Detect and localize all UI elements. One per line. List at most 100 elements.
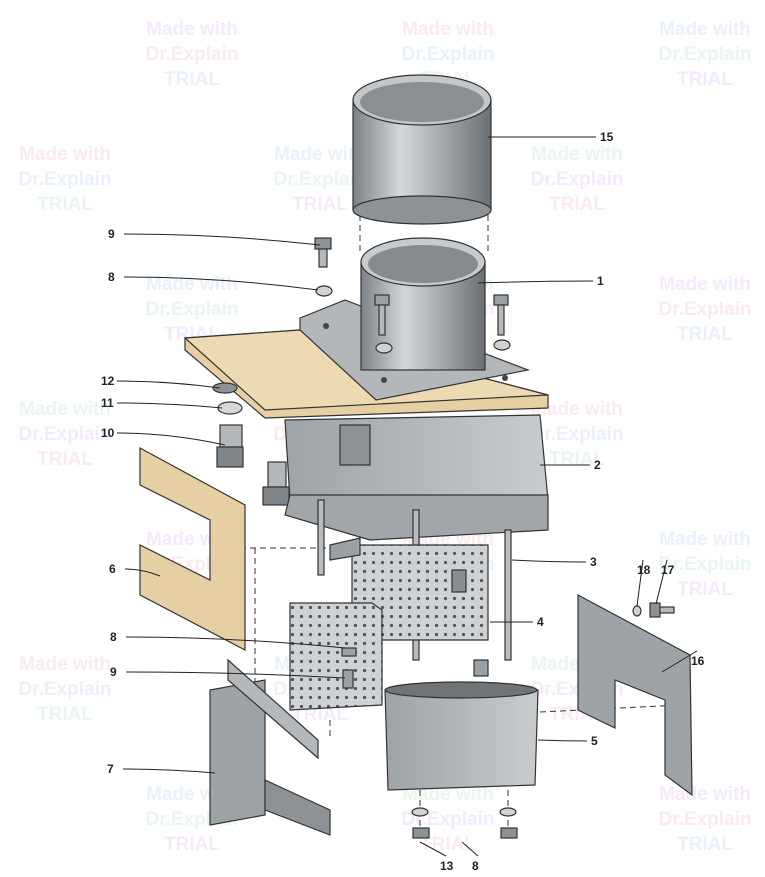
callout-label: 11: [101, 396, 114, 410]
callout-perforated-basket: 4: [490, 615, 544, 629]
watermark-text: TRIAL: [164, 834, 220, 855]
callout-threaded-rod: 3: [511, 555, 597, 569]
watermark-text: TRIAL: [164, 69, 220, 90]
callout-label: 16: [691, 654, 705, 668]
side-fasteners: [212, 382, 290, 506]
callout-housing: 2: [540, 458, 601, 472]
watermark-text: Dr.Explain: [659, 809, 752, 830]
callout-nut: 13: [419, 841, 454, 873]
top-bolt: [314, 237, 333, 297]
watermark-text: TRIAL: [292, 194, 348, 215]
watermark-text: TRIAL: [677, 834, 733, 855]
watermark-text: Made with: [19, 399, 111, 420]
leader-line: [461, 841, 479, 857]
watermark-text: Made with: [274, 144, 366, 165]
leader-line: [116, 402, 223, 409]
callout-layer: 15 1 9 8 12 11 10 2 6 3 18 17 8 4 9 16 5 7 13 8: [101, 130, 705, 873]
flange-cylinder: [299, 237, 531, 401]
wood-gasket: [139, 446, 246, 651]
bottom-tray: [384, 681, 539, 791]
leader-line: [511, 559, 587, 563]
callout-bottom-washer: 8: [461, 841, 479, 873]
callout-label: 15: [600, 130, 614, 144]
callout-label: 17: [661, 563, 675, 577]
callout-metal-plate: 16: [661, 650, 705, 673]
watermark-text: TRIAL: [677, 324, 733, 345]
callout-inner-washer: 8: [110, 630, 346, 649]
watermark-text: Made with: [146, 19, 238, 40]
callout-label: 8: [472, 859, 479, 873]
watermark-text: Made with: [146, 274, 238, 295]
bracket: [209, 658, 331, 836]
leader-line: [123, 233, 321, 246]
watermark-text: Dr.Explain: [402, 44, 495, 65]
watermark-text: TRIAL: [677, 69, 733, 90]
callout-top-bolt: 9: [108, 227, 321, 246]
watermark-text: TRIAL: [37, 449, 93, 470]
callout-label: 5: [591, 734, 598, 748]
callout-label: 8: [108, 270, 115, 284]
watermark-text: Dr.Explain: [659, 554, 752, 575]
callout-bracket: 7: [107, 762, 216, 776]
leader-line: [124, 568, 161, 577]
callout-label: 10: [101, 426, 115, 440]
callout-label: 2: [594, 458, 601, 472]
leader-line: [655, 559, 668, 605]
callout-bolt: 10: [101, 426, 226, 446]
watermark-text: Dr.Explain: [531, 424, 624, 445]
leader-line: [477, 280, 594, 284]
watermark-text: Dr.Explain: [146, 44, 239, 65]
watermark-text: Made with: [531, 399, 623, 420]
callout-label: 9: [110, 665, 117, 679]
callout-inner-bolt: 9: [110, 665, 346, 679]
callout-label: 13: [440, 859, 454, 873]
small-fasteners: [632, 602, 675, 618]
leader-line: [537, 739, 588, 742]
watermark-text: Made with: [19, 654, 111, 675]
watermark-text: TRIAL: [37, 194, 93, 215]
watermark-text: Dr.Explain: [659, 44, 752, 65]
leader-line: [125, 636, 346, 649]
leader-line: [125, 671, 346, 679]
callout-upper-cylinder: 15: [488, 130, 614, 144]
leader-line: [636, 559, 644, 607]
callout-bottom-tray: 5: [537, 734, 598, 748]
watermark-text: Made with: [659, 529, 751, 550]
callout-washer: 11: [101, 396, 223, 410]
callout-label: 6: [109, 562, 116, 576]
watermark-text: TRIAL: [37, 704, 93, 725]
bottom-nuts: [411, 807, 518, 839]
leader-line: [419, 841, 447, 857]
watermark-text: Made with: [402, 19, 494, 40]
watermark-text: Made with: [531, 144, 623, 165]
watermark-text: Made with: [659, 19, 751, 40]
inner-perforated-box: [289, 602, 489, 711]
watermark-text: Dr.Explain: [531, 169, 624, 190]
watermark-text: Dr.Explain: [19, 424, 112, 445]
callout-label: 7: [107, 762, 114, 776]
callout-label: 1: [597, 274, 604, 288]
watermark-text: Made with: [659, 784, 751, 805]
watermark-text: Made with: [19, 144, 111, 165]
watermark-text: Dr.Explain: [19, 169, 112, 190]
callout-small-washer: 18: [636, 559, 651, 607]
watermark-text: Dr.Explain: [659, 299, 752, 320]
callout-label: 9: [108, 227, 115, 241]
callout-spacer: 12: [101, 374, 221, 389]
callout-label: 8: [110, 630, 117, 644]
callout-label: 4: [537, 615, 544, 629]
housing: [284, 414, 549, 541]
callout-label: 3: [590, 555, 597, 569]
callout-lower-cylinder-with-flange: 1: [477, 274, 604, 288]
metal-plate: [577, 593, 693, 797]
watermark-text: Made with: [659, 274, 751, 295]
watermark-text: Dr.Explain: [19, 679, 112, 700]
flange-bolts: [374, 294, 511, 354]
callout-top-washer: 8: [108, 270, 319, 291]
watermark-text: Dr.Explain: [274, 169, 367, 190]
upper-cylinder: [352, 74, 492, 225]
callout-small-bolt: 17: [655, 559, 675, 605]
leader-line: [661, 650, 698, 673]
